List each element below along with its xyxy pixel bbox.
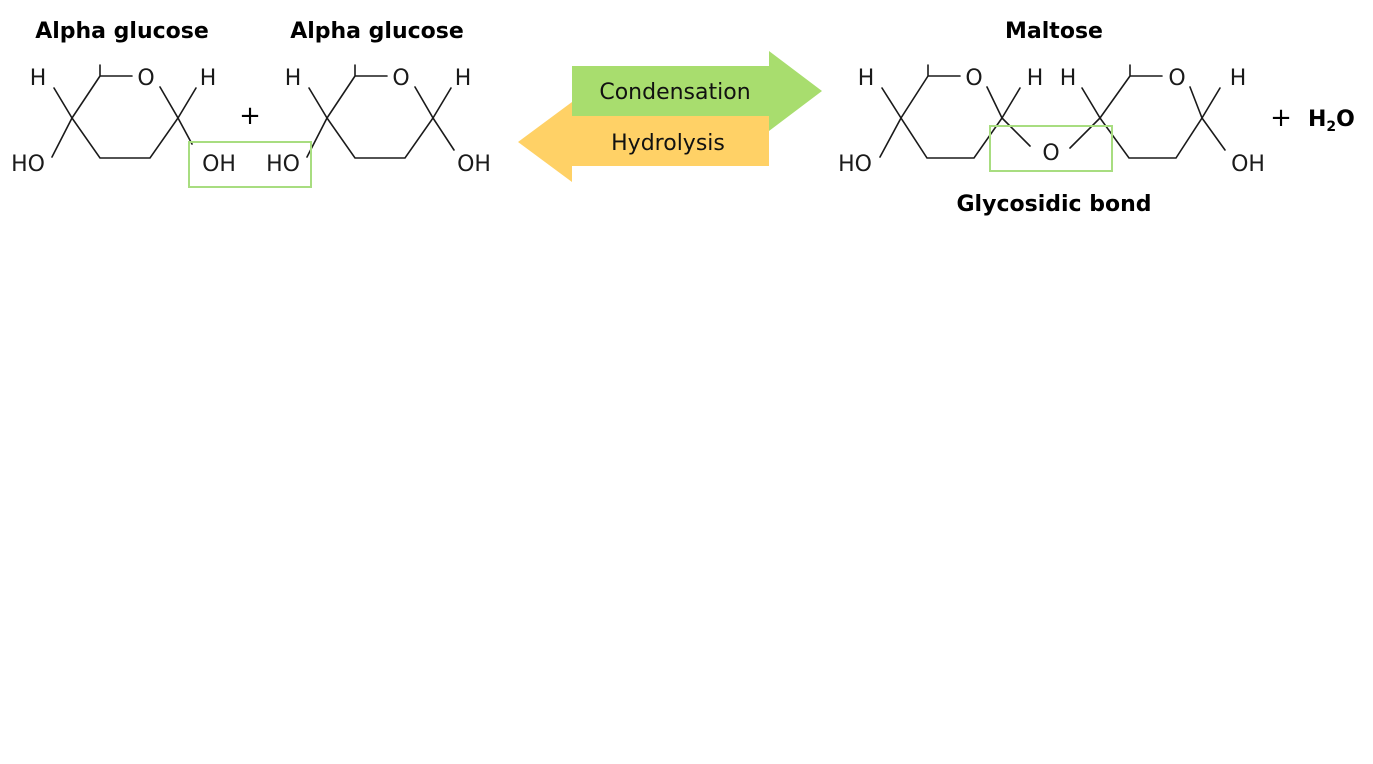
reactant-1-ring [51,64,197,159]
reactant-1-title: Alpha glucose [35,19,209,44]
reactant-2-h-left: H [285,66,302,91]
water-forming-groups-highlight [188,141,312,188]
reactant-2-h-right: H [455,66,472,91]
water-plus-sign: + [1270,103,1292,133]
reactant-2-ho-left: HO [266,152,300,177]
maltose-h-2-left: H [1060,66,1077,91]
reactant-2-title: Alpha glucose [290,19,464,44]
hydrolysis-label: Hydrolysis [611,131,725,156]
maltose-ring-2-oxygen: O [1168,66,1185,91]
condensation-arrow [572,51,822,131]
product-maltose: Maltose O O H H H H HO OH O Glycosidic b… [838,19,1265,217]
water-o: O [1336,107,1355,132]
reactant-2: Alpha glucose O H H HO OH [266,19,491,177]
hydrolysis-arrow [518,102,769,182]
water-product: + H2O [1270,103,1355,135]
reactant-2-ring [306,64,455,159]
reactant-1: Alpha glucose O H H HO OH [11,19,236,177]
maltose-ring-1-oxygen: O [965,66,982,91]
reactant-1-h-left: H [30,66,47,91]
maltose-ring-2 [1069,64,1226,159]
water-formula: H2O [1308,107,1355,135]
maltose-h-2-right: H [1230,66,1247,91]
maltose-h-1-right: H [1027,66,1044,91]
reactant-1-ho-left: HO [11,152,45,177]
reactant-2-ring-oxygen: O [392,66,409,91]
glycosidic-bond-label: Glycosidic bond [957,192,1152,217]
glycosidic-bond-highlight [989,125,1113,172]
plus-sign: + [239,101,261,131]
maltose-oh-right: OH [1231,152,1265,177]
product-title: Maltose [1005,19,1103,44]
condensation-label: Condensation [599,80,750,105]
reactant-1-h-right: H [200,66,217,91]
water-h: H [1308,107,1326,132]
reactant-2-oh-right: OH [457,152,491,177]
water-subscript: 2 [1326,119,1336,135]
maltose-h-1-left: H [858,66,875,91]
reaction-arrows: Condensation Hydrolysis [518,51,822,182]
maltose-ho-left: HO [838,152,872,177]
reactant-1-ring-oxygen: O [137,66,154,91]
reactant-1-oh-right: OH [202,152,236,177]
maltose-ring-1 [879,64,1031,159]
glycosidic-oxygen: O [1042,141,1059,166]
